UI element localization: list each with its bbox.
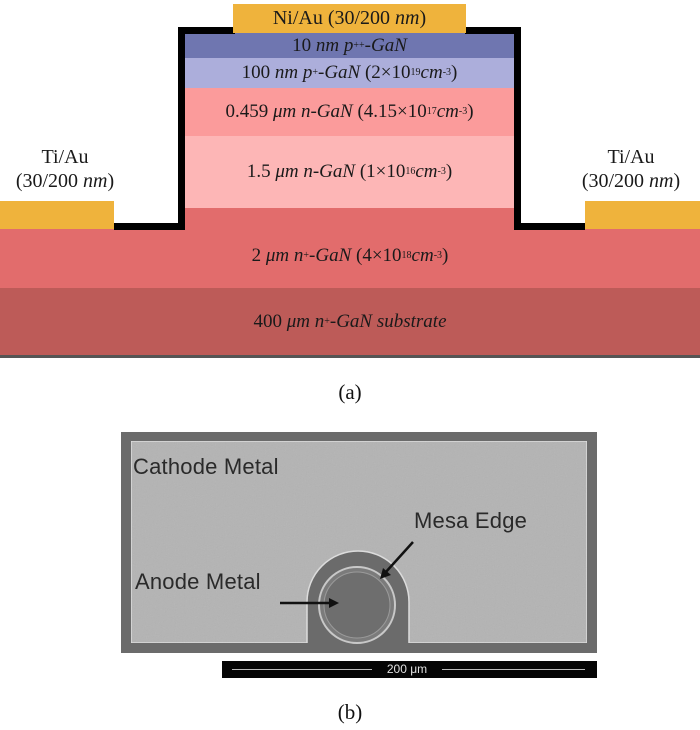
p-plus-conc-unit: cm: [420, 62, 443, 83]
caption-a: (a): [338, 380, 362, 404]
passivation-right-wall: [514, 27, 521, 230]
anode-contact-pad: Ni/Au (30/200 nm): [233, 4, 466, 33]
p-plus-type: p: [302, 62, 313, 83]
passivation-left-floor: [114, 223, 185, 230]
n-0459-conc-unit: cm: [436, 101, 459, 122]
n-0459-thickness: 0.459: [225, 101, 269, 122]
n-0459-unit: μm: [272, 101, 297, 122]
passivation-top-left: [178, 27, 235, 34]
layer-substrate: 400 μm n+-GaN substrate: [0, 288, 700, 355]
figure-b-sem-image: Cathode Metal Mesa Edge Anode Metal: [121, 432, 597, 653]
passivation-left-wall: [178, 27, 185, 230]
passivation-top-right: [465, 27, 521, 34]
mesa-edge-label: Mesa Edge: [414, 508, 528, 533]
n-plus-material: -GaN: [309, 245, 352, 266]
substrate-material: -GaN substrate: [329, 310, 447, 332]
figure-a-cross-section: 400 μm n+-GaN substrate 2 μm n+-GaN (4×1…: [0, 4, 700, 358]
passivation-right-floor: [514, 223, 585, 230]
cathode-right-close: ): [673, 170, 681, 192]
n-0459-material: -GaN: [310, 101, 353, 122]
p-plus-unit: nm: [274, 62, 299, 83]
cathode-left-metal: Ti/Au: [41, 146, 89, 168]
cathode-right-thickness: (30/200: [581, 170, 645, 192]
bottom-baseline: [0, 355, 700, 358]
anode-metal-label: Anode Metal: [135, 569, 261, 594]
p-plus-conc: (2×10: [364, 62, 411, 83]
n-plus-conc: (4×10: [356, 245, 402, 266]
n-plus-thickness: 2: [251, 245, 262, 266]
n-15-conc-unit: cm: [415, 161, 438, 182]
cathode-left-close: ): [107, 170, 115, 192]
n-15-material: -GaN: [312, 161, 356, 182]
n-15-type: n: [303, 161, 313, 182]
p-plus-material: -GaN: [318, 62, 361, 83]
anode-metal-disc: [323, 571, 391, 639]
n-0459-close: ): [467, 101, 474, 122]
n-0459-type: n: [300, 101, 311, 122]
scale-bar: 200 μm: [222, 661, 597, 678]
n-plus-conc-unit: cm: [411, 245, 434, 266]
scale-bar-label: 200 μm: [386, 662, 428, 676]
n-15-unit: μm: [275, 161, 299, 182]
scale-bar-line-left: [232, 669, 372, 670]
n-plus-unit: μm: [265, 245, 290, 266]
anode-arrowhead: [329, 598, 339, 608]
mesa-edge-arrow: [384, 541, 414, 574]
anode-metal-unit: nm: [395, 7, 420, 29]
cathode-right-unit: nm: [649, 170, 674, 192]
cathode-label-left: Ti/Au (30/200 nm): [0, 145, 130, 193]
anode-metal-thickness: (30/200: [327, 7, 391, 29]
n-15-thickness: 1.5: [246, 161, 271, 182]
p-plus-plus-unit: nm: [315, 34, 340, 56]
cathode-right-metal: Ti/Au: [607, 146, 655, 168]
p-plus-close: ): [451, 62, 458, 83]
n-15-conc: (1×10: [359, 161, 406, 182]
n-plus-type: n: [293, 245, 304, 266]
p-plus-thickness: 100: [241, 62, 271, 83]
cathode-metal-label: Cathode Metal: [133, 454, 279, 479]
mesa-edge-arrowhead: [380, 568, 391, 579]
sem-micrograph: [121, 432, 597, 653]
cathode-metal-region: [130, 440, 588, 644]
caption-b: (b): [337, 700, 363, 724]
anode-metal-name: Ni/Au: [272, 7, 323, 29]
n-plus-close: ): [442, 245, 449, 266]
cathode-left-thickness: (30/200: [15, 170, 79, 192]
substrate-type: n: [314, 310, 325, 332]
substrate-unit: μm: [286, 310, 310, 332]
substrate-thickness: 400: [253, 310, 282, 332]
cathode-left-unit: nm: [83, 170, 108, 192]
cathode-contact-pad-left: [0, 201, 114, 229]
p-plus-plus-material: -GaN: [364, 34, 407, 56]
anode-metal-close: ): [419, 7, 427, 29]
n-15-close: ): [445, 161, 453, 182]
p-plus-plus-thickness: 10: [292, 34, 312, 56]
cathode-label-right: Ti/Au (30/200 nm): [566, 145, 696, 193]
cathode-contact-pad-right: [585, 201, 700, 229]
p-plus-plus-type: p: [343, 34, 354, 56]
layer-p-plus-plus: 10 nm p++-GaN: [185, 33, 514, 58]
n-0459-conc: (4.15×10: [357, 101, 427, 122]
scale-bar-line-right: [442, 669, 585, 670]
